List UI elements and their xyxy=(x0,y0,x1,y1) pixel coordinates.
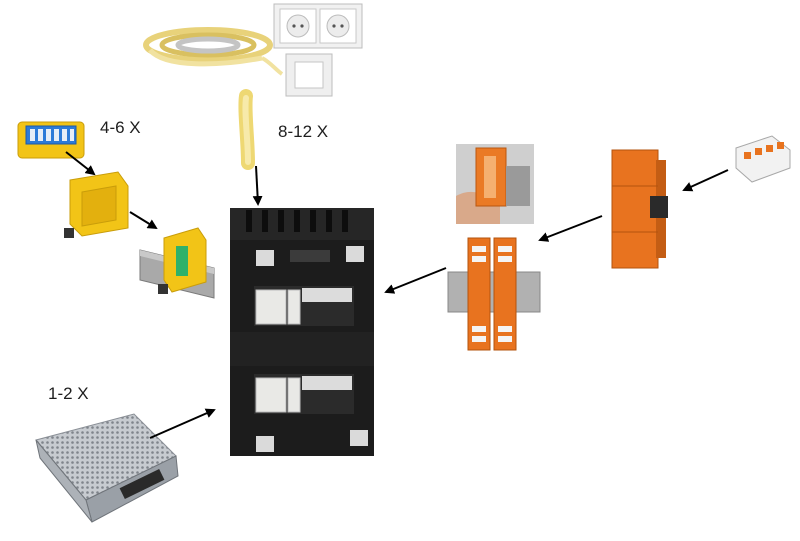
arrow-holder-to-rail xyxy=(129,211,158,230)
orange-terminal-icon xyxy=(611,149,668,269)
cable-count-label: 8-12 X xyxy=(278,122,329,141)
smart-relay-icon xyxy=(17,121,85,159)
light-switch-icon xyxy=(285,53,333,97)
arrow-conduit-to-cabinet xyxy=(252,165,263,206)
din-relay-icon xyxy=(139,227,215,299)
arrow-psu-to-cabinet xyxy=(149,408,216,439)
arrow-orange-to-terminals xyxy=(538,215,603,242)
arrow-relay-to-holder xyxy=(65,151,96,176)
arrow-terminals-to-cabinet xyxy=(384,267,447,294)
conduit-icon xyxy=(238,89,255,170)
cabinet-icon xyxy=(230,208,374,456)
arrow-connector-to-orange xyxy=(682,169,729,192)
led-strip-icon xyxy=(143,27,284,76)
terminal-hand-icon xyxy=(456,144,534,224)
relay-count-label: 4-6 X xyxy=(100,118,141,137)
terminal-rail-icon xyxy=(447,237,541,351)
arrows xyxy=(65,151,729,439)
double-socket-icon xyxy=(273,3,363,49)
power-supply-icon xyxy=(35,413,179,523)
psu-count-label: 1-2 X xyxy=(48,384,89,403)
relay-holder-icon xyxy=(64,171,129,238)
lever-connector-icon xyxy=(735,135,791,183)
